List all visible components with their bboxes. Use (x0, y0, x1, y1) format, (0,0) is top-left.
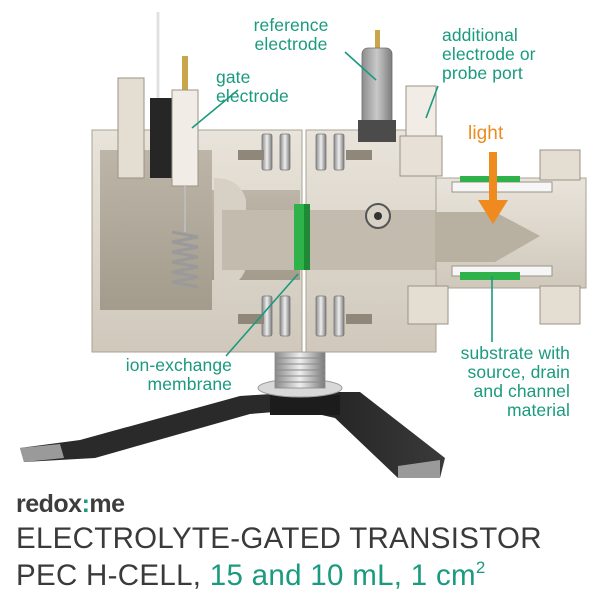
label-gate-electrode: gate electrode (216, 67, 289, 106)
reference-electrode (358, 30, 396, 142)
label-reference-electrode: reference electrode (253, 15, 329, 54)
leader-lines (191, 51, 493, 357)
title-line-2: PEC H-CELL, 15 and 10 mL, 1 cm2 (16, 558, 486, 592)
additional-port (399, 85, 443, 177)
footer (0, 480, 600, 600)
gate-electrode (117, 12, 199, 289)
brand-logo: redox:me (16, 490, 125, 518)
small-screw (365, 203, 391, 229)
side-knobs (407, 149, 581, 325)
tripod-stand (20, 351, 445, 478)
ion-exchange-membrane (294, 204, 310, 270)
h-cell-illustration (20, 12, 587, 478)
label-membrane: ion-exchange membrane (125, 355, 232, 394)
label-light: light (468, 123, 504, 144)
label-substrate: substrate with source, drain and channel… (460, 343, 570, 420)
label-additional-port: additional electrode or probe port (442, 25, 536, 83)
title-line-1: ELECTROLYTE-GATED TRANSISTOR (16, 522, 542, 555)
light-arrow (478, 152, 508, 224)
